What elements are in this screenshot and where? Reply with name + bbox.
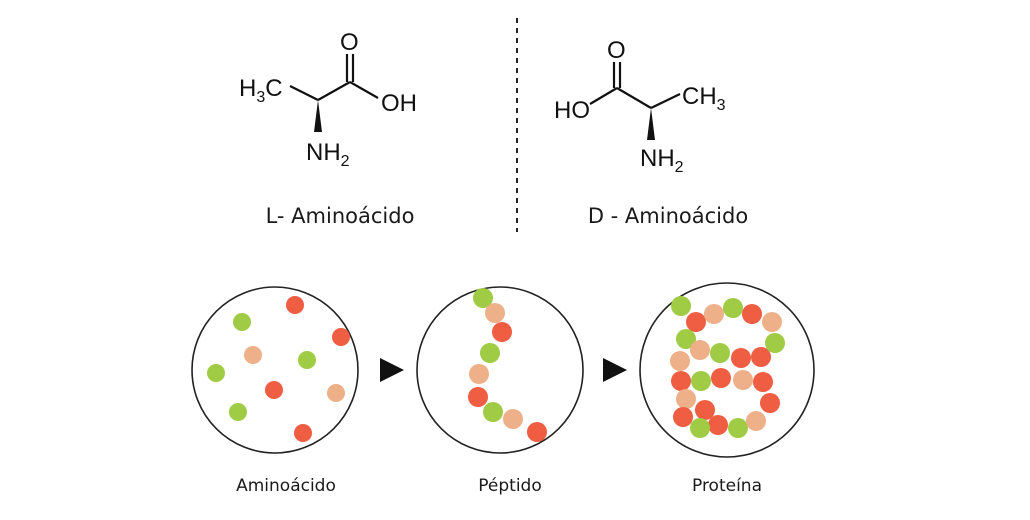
protein-bead <box>711 368 731 388</box>
free-aminoacid-bead <box>207 364 225 382</box>
free-aminoacid-bead <box>332 328 350 346</box>
protein-bead <box>746 411 766 431</box>
protein-bead <box>690 418 710 438</box>
peptide-bead <box>483 402 503 422</box>
stage-caption-peptide: Péptido <box>478 476 542 496</box>
protein-bead <box>723 298 743 318</box>
peptide-bead <box>527 422 547 442</box>
protein-bead <box>704 304 724 324</box>
d-hydroxyl-label: HO <box>554 97 590 124</box>
stage-caption-protein: Proteína <box>691 476 763 496</box>
protein-bead <box>695 400 715 420</box>
protein-bead <box>742 304 762 324</box>
d-carbonyl-o-label: O <box>607 37 626 64</box>
protein-bead <box>676 389 696 409</box>
d-aminoacid-structure <box>589 62 681 140</box>
protein-bead <box>671 296 691 316</box>
protein-bead <box>690 340 710 360</box>
free-aminoacid-bead <box>244 346 262 364</box>
protein-bead <box>728 418 748 438</box>
free-aminoacid-bead <box>233 313 251 331</box>
protein-bead <box>691 371 711 391</box>
free-aminoacid-bead <box>327 384 345 402</box>
l-amine-label: NH2 <box>306 139 350 170</box>
protein-bead <box>710 343 730 363</box>
d-aminoacid-caption: D - Aminoácido <box>587 204 749 228</box>
protein-bead <box>731 348 751 368</box>
protein-bead <box>765 333 785 353</box>
peptide-bead <box>468 387 488 407</box>
protein-bead <box>676 329 696 349</box>
peptide-bead <box>480 343 500 363</box>
d-amine-label: NH2 <box>640 145 684 176</box>
free-aminoacid-bead <box>265 381 283 399</box>
beads-layer <box>207 288 785 442</box>
l-aminoacid-structure <box>289 54 379 132</box>
wedge-bond-l <box>314 100 322 132</box>
l-methyl-label: H3C <box>239 75 283 106</box>
peptide-bead <box>492 322 512 342</box>
peptide-bead <box>485 303 505 323</box>
protein-bead <box>670 351 690 371</box>
protein-bead <box>686 312 706 332</box>
protein-bead <box>733 370 753 390</box>
protein-bead <box>760 393 780 413</box>
peptide-bead <box>469 364 489 384</box>
wedge-bond-d <box>647 108 655 140</box>
free-aminoacid-bead <box>229 403 247 421</box>
peptide-bead <box>473 288 493 308</box>
free-aminoacid-bead <box>286 296 304 314</box>
peptide-bead <box>503 409 523 429</box>
protein-bead <box>762 312 782 332</box>
protein-bead <box>708 415 728 435</box>
protein-bead <box>753 372 773 392</box>
l-carbonyl-o-label: O <box>340 29 359 56</box>
l-aminoacid-caption: L- Aminoácido <box>265 204 415 228</box>
protein-bead <box>751 347 771 367</box>
d-methyl-label: CH3 <box>682 83 726 114</box>
protein-bead <box>671 371 691 391</box>
stage-caption-aminoacid: Aminoácido <box>236 476 336 496</box>
protein-bead <box>673 407 693 427</box>
l-hydroxyl-label: OH <box>381 90 417 117</box>
free-aminoacid-bead <box>294 424 312 442</box>
free-aminoacid-bead <box>298 351 316 369</box>
peptide-circle <box>416 286 584 454</box>
